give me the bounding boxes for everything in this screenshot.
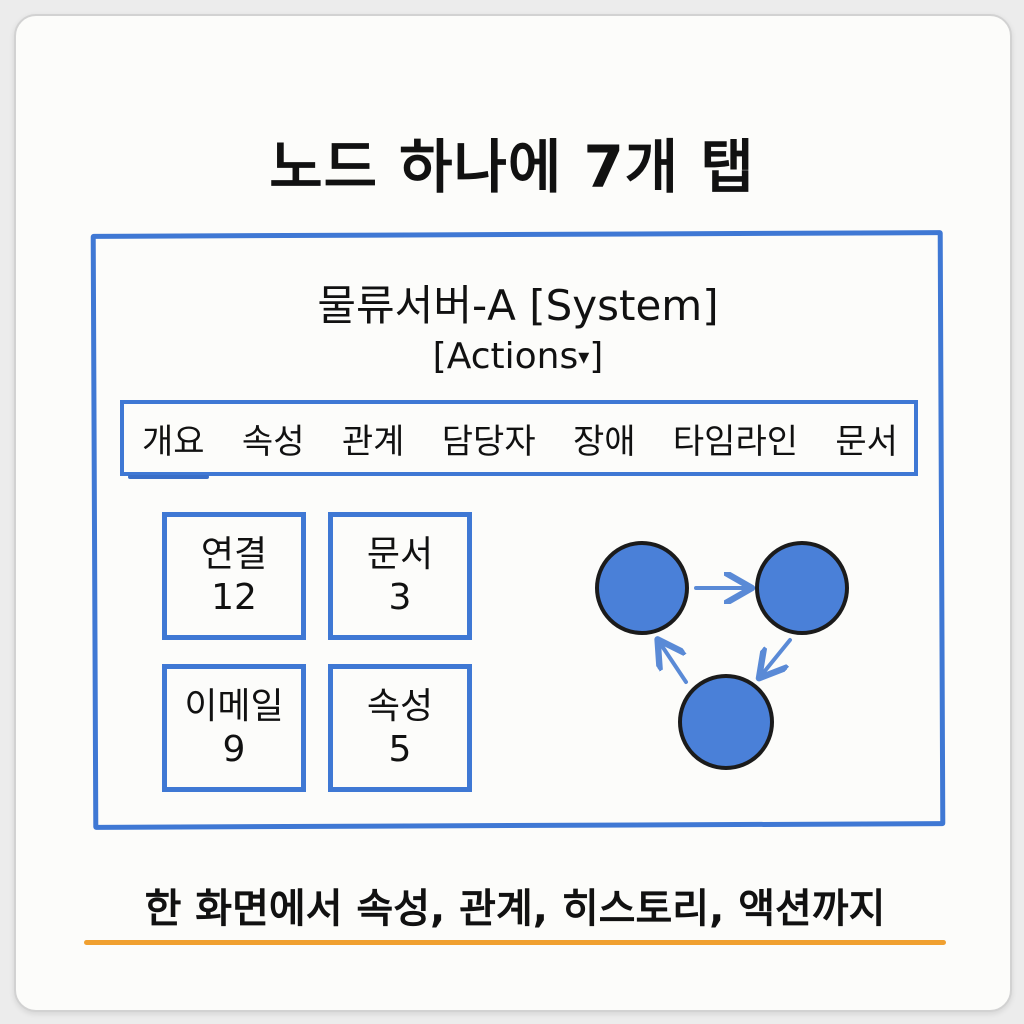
edge-arrow-3 — [662, 646, 688, 684]
headline: 노드 하나에 7개 탭 — [269, 133, 755, 201]
stat-card-properties[interactable]: 속성 5 — [328, 664, 472, 792]
tab-documents[interactable]: 문서 — [835, 421, 898, 462]
stat-value: 5 — [388, 729, 412, 770]
graph-node-1[interactable] — [595, 541, 689, 635]
node-title: 물류서버-A [System] — [317, 281, 719, 330]
stat-label: 이메일 — [184, 685, 284, 727]
tab-relations[interactable]: 관계 — [341, 421, 405, 462]
stat-label: 연결 — [200, 533, 268, 575]
graph-node-3[interactable] — [678, 674, 774, 770]
tab-timeline[interactable]: 타임라인 — [672, 421, 799, 462]
tab-incidents[interactable]: 장애 — [572, 421, 636, 462]
stat-card-documents[interactable]: 문서 3 — [328, 512, 472, 640]
actions-dropdown[interactable]: [Actions▾] — [92, 336, 944, 377]
chevron-down-icon: ▾ — [578, 345, 590, 370]
stat-value: 12 — [211, 577, 257, 618]
stat-value: 3 — [388, 577, 412, 618]
relation-graph — [595, 541, 849, 770]
tab-overview[interactable]: 개요 — [128, 414, 209, 479]
footer-caption: 한 화면에서 속성, 관계, 히스토리, 액션까지 — [144, 886, 886, 932]
edge-arrow-2 — [764, 638, 792, 672]
tab-bar: 개요 속성 관계 담당자 장애 타임라인 문서 — [120, 400, 918, 479]
actions-label: [Actions — [432, 336, 579, 377]
stat-label: 문서 — [366, 533, 434, 575]
stat-label: 속성 — [366, 685, 434, 727]
stat-value: 9 — [222, 729, 246, 770]
stat-card-emails[interactable]: 이메일 9 — [162, 664, 306, 792]
tab-properties[interactable]: 속성 — [241, 421, 305, 462]
actions-bracket: ] — [589, 336, 604, 377]
tab-owners[interactable]: 담당자 — [441, 421, 536, 462]
footer-underline — [84, 940, 946, 945]
stat-card-connections[interactable]: 연결 12 — [162, 512, 306, 640]
graph-node-2[interactable] — [755, 541, 849, 635]
